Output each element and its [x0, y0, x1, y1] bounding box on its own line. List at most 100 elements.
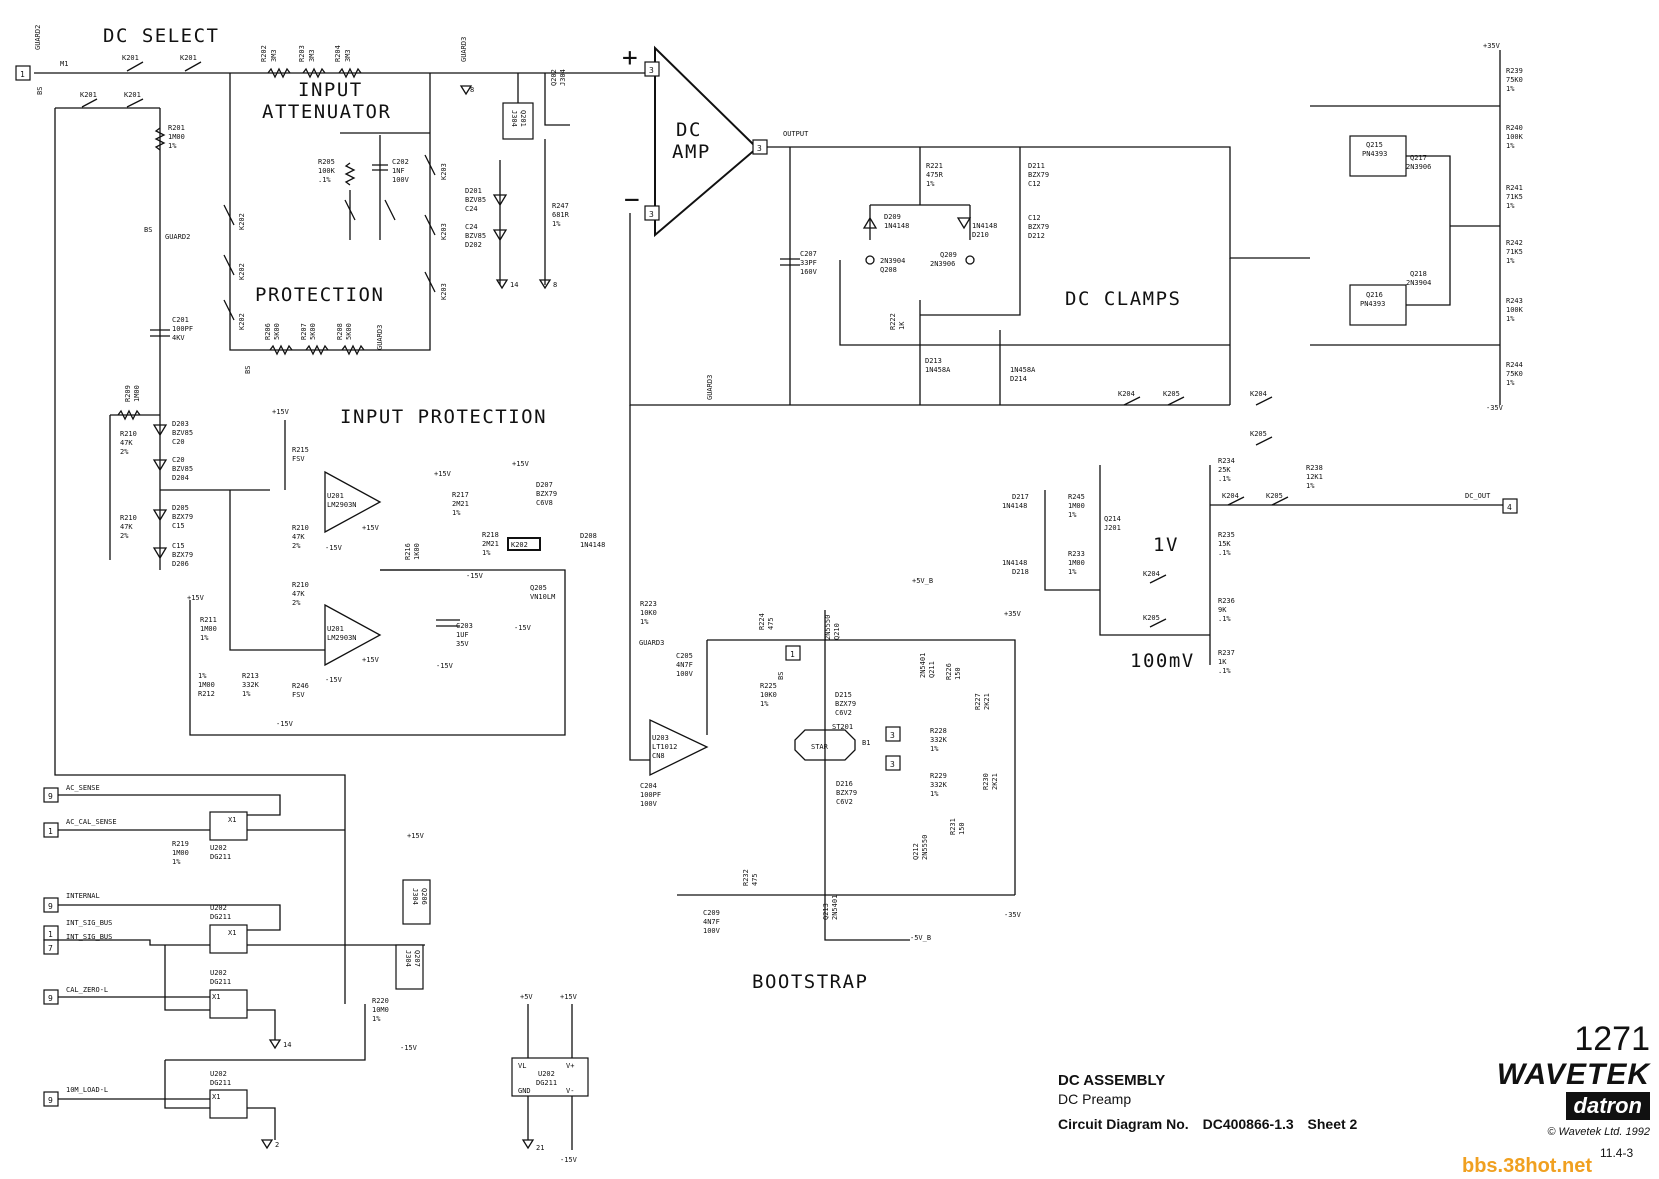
relay-k201-contacts — [81, 61, 202, 108]
d203-ref: D203 — [172, 420, 189, 428]
ground-symbol-f — [521, 1139, 535, 1150]
u202b-type: DG211 — [210, 913, 231, 921]
r235-value: 15K — [1218, 540, 1231, 548]
r213-tol: 1% — [242, 690, 251, 698]
range-100mv-label: 100mV — [1130, 650, 1195, 672]
d206-triangle — [152, 547, 168, 560]
input-connector-box — [15, 65, 31, 81]
q215-ref: Q215 — [1366, 141, 1383, 149]
u203-package: CN8 — [652, 752, 665, 760]
r211-tol: 1% — [200, 634, 209, 642]
r236-ref: R236 — [1218, 597, 1235, 605]
q215-type: PN4393 — [1362, 150, 1387, 158]
r217-ref: R217 — [452, 491, 469, 499]
q216-box — [1349, 284, 1407, 326]
ground-symbol-d — [260, 1139, 274, 1150]
d215-value: C6V2 — [835, 709, 852, 717]
minus15-f-label: -15V — [514, 624, 532, 632]
r226-value: 150 — [954, 667, 962, 680]
r209-ref: R209 — [124, 385, 132, 402]
d210-ref: D210 — [972, 231, 989, 239]
d215-ref: D215 — [835, 691, 852, 699]
plus15-r211-label: +15V — [187, 594, 205, 602]
d204-type: BZV85 — [172, 465, 193, 473]
r242-ref: R242 — [1506, 239, 1523, 247]
q209-type: 2N3906 — [930, 260, 955, 268]
r223-value: 10K0 — [640, 609, 657, 617]
plus15-a-label: +15V — [272, 408, 290, 416]
minus15-q207-label: -15V — [400, 1044, 418, 1052]
wire-bootstrap-in — [629, 405, 650, 761]
r247-value: 681R — [552, 211, 570, 219]
d208-type: 1N4148 — [580, 541, 605, 549]
c207-ref: C207 — [800, 250, 817, 258]
brand-block: 1271 WAVETEK datron © Wavetek Ltd. 1992 — [1468, 1020, 1650, 1138]
r241-value: 71K5 — [1506, 193, 1523, 201]
r237-tol: .1% — [1218, 667, 1231, 675]
u202c-ref: U202 — [210, 969, 227, 977]
d212-type: BZX79 — [1028, 223, 1049, 231]
boot-connector-pin: 1 — [790, 650, 795, 659]
r210a-ref: R210 — [120, 430, 137, 438]
input-protection-circuit: +15V R215 FSV U201 LM2903N U201 LM2903N … — [187, 408, 605, 736]
r236-value: 9K — [1218, 606, 1227, 614]
r224-value: 475 — [767, 617, 775, 630]
d201-value: C24 — [465, 205, 478, 213]
u202a-type: DG211 — [210, 853, 231, 861]
range-relay-contacts — [1123, 396, 1289, 628]
r243-value: 100K — [1506, 306, 1524, 314]
q214-type: J201 — [1104, 524, 1121, 532]
d215-type: BZX79 — [835, 700, 856, 708]
relay-k203-c: K203 — [440, 283, 448, 300]
range-fet-wiring — [1044, 465, 1210, 636]
st201-label: ST201 — [832, 723, 853, 731]
ground-d-label: 2 — [275, 1141, 279, 1149]
plus35-a-label: +35V — [1483, 42, 1501, 50]
minus35-b-label: -35V — [1004, 911, 1022, 919]
relays-k202-k203: K202 K202 K202 K203 K203 K203 — [223, 154, 448, 330]
r201-tol: 1% — [168, 142, 177, 150]
d208-ref: D208 — [580, 532, 597, 540]
ground-c-label: 8 — [553, 281, 557, 289]
r219-value: 1M00 — [172, 849, 189, 857]
zener-columns — [499, 139, 546, 285]
ground-a-label: 8 — [470, 86, 474, 94]
q205-type: VN10LM — [530, 593, 555, 601]
relays-k201: K201 K201 K201 K201 — [80, 54, 202, 108]
r210d-tol: 2% — [292, 599, 301, 607]
copyright-notice: © Wavetek Ltd. 1992 — [1547, 1126, 1650, 1138]
u201b-triangle — [324, 603, 382, 667]
control-switches: 9 AC_SENSE 1 AC_CAL_SENSE X1 U202 DG211 … — [43, 784, 589, 1164]
u202a-x1: X1 — [228, 816, 236, 824]
input-clamp-chain: C201 100PF 4KV R209 1M00 R210 47K 2% R21… — [109, 316, 270, 568]
d205-value: C15 — [172, 522, 185, 530]
u202d-ref: U202 — [210, 1070, 227, 1078]
minus15-d-label: -15V — [466, 572, 484, 580]
dc-amp-plus-sign: + — [622, 43, 638, 73]
r201-value: 1M00 — [168, 133, 185, 141]
r234-tol: .1% — [1218, 475, 1231, 483]
relay-k202-k203-contacts — [223, 154, 436, 321]
r230-ref: R230 — [982, 773, 990, 790]
wire-star-column — [824, 610, 910, 941]
u202a-box — [209, 811, 248, 841]
r201-zigzag — [154, 127, 166, 151]
d213-type: 1N458A — [925, 366, 951, 374]
r217-value: 2M21 — [452, 500, 469, 508]
r213-value: 332K — [242, 681, 260, 689]
r220-value: 10M0 — [372, 1006, 389, 1014]
r202-zigzag — [267, 67, 291, 79]
r211-ref: R211 — [200, 616, 217, 624]
c207-value: 33PF — [800, 259, 817, 267]
u201b-type: LM2903N — [327, 634, 357, 642]
guard3-boot-label: GUARD3 — [639, 639, 664, 647]
d206-type: BZX79 — [172, 551, 193, 559]
c203-ref: C203 — [456, 622, 473, 630]
ground-symbols: 8 14 8 2 14 21 — [260, 85, 557, 1152]
u203-triangle — [649, 718, 709, 777]
load-pin: 9 — [48, 1096, 53, 1105]
assembly-title: DC ASSEMBLY — [1058, 1072, 1166, 1089]
star-connector-a-box — [885, 726, 901, 742]
d207-type: BZX79 — [536, 490, 557, 498]
q211-type: 2N5401 — [919, 653, 927, 678]
